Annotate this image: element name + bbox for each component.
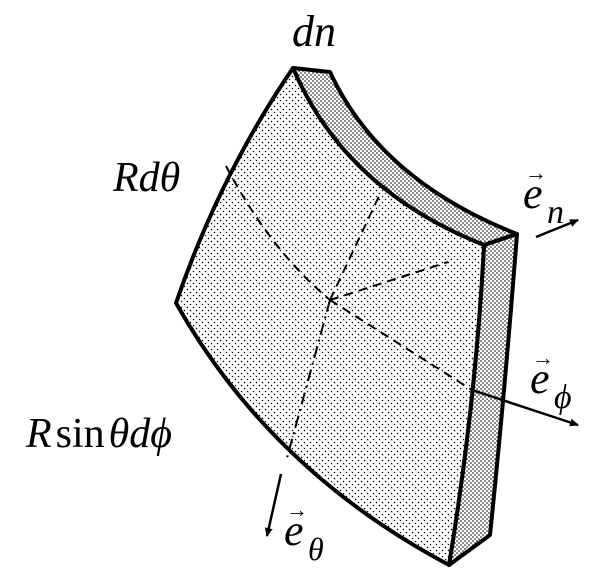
arc-theta-label: Rdθ (113, 155, 181, 201)
basis-e-theta-label: → e θ (284, 497, 354, 571)
basis-arrows (264, 218, 579, 537)
front-face (174, 66, 486, 567)
thickness-label: dn (292, 7, 336, 56)
basis-e-n-label: → e n (523, 160, 593, 230)
arrow-e-theta (264, 473, 283, 537)
basis-e-theta-letter: e (284, 506, 304, 555)
vector-arrow-n: → (525, 160, 547, 185)
arc-phi-rest: θdϕ (108, 411, 173, 457)
basis-e-theta-subscript: θ (308, 531, 324, 567)
arrow-e-phi (471, 388, 579, 427)
arc-phi-R: R (26, 411, 52, 457)
dashed-line-theta-arc (225, 165, 331, 301)
dashed-line-to-right (329, 261, 449, 301)
vector-arrow-phi: → (532, 345, 554, 370)
vector-arrow-theta: → (286, 497, 308, 522)
basis-e-phi-subscript: ϕ (554, 379, 572, 416)
dashed-line-to-bottom-right (329, 299, 473, 391)
dashed-line-to-top (329, 191, 382, 301)
basis-e-n-subscript: n (547, 194, 564, 231)
arc-phi-label: Rsinθdϕ (26, 413, 172, 461)
basis-e-n-letter: e (523, 169, 543, 218)
basis-e-phi-label: → e ϕ (530, 345, 594, 420)
arc-phi-sin: sin (55, 411, 105, 457)
arrow-e-n (535, 218, 579, 239)
basis-e-phi-letter: e (530, 354, 550, 403)
dashed-line-theta-direction (286, 299, 331, 459)
dashed-center-lines (225, 165, 473, 459)
